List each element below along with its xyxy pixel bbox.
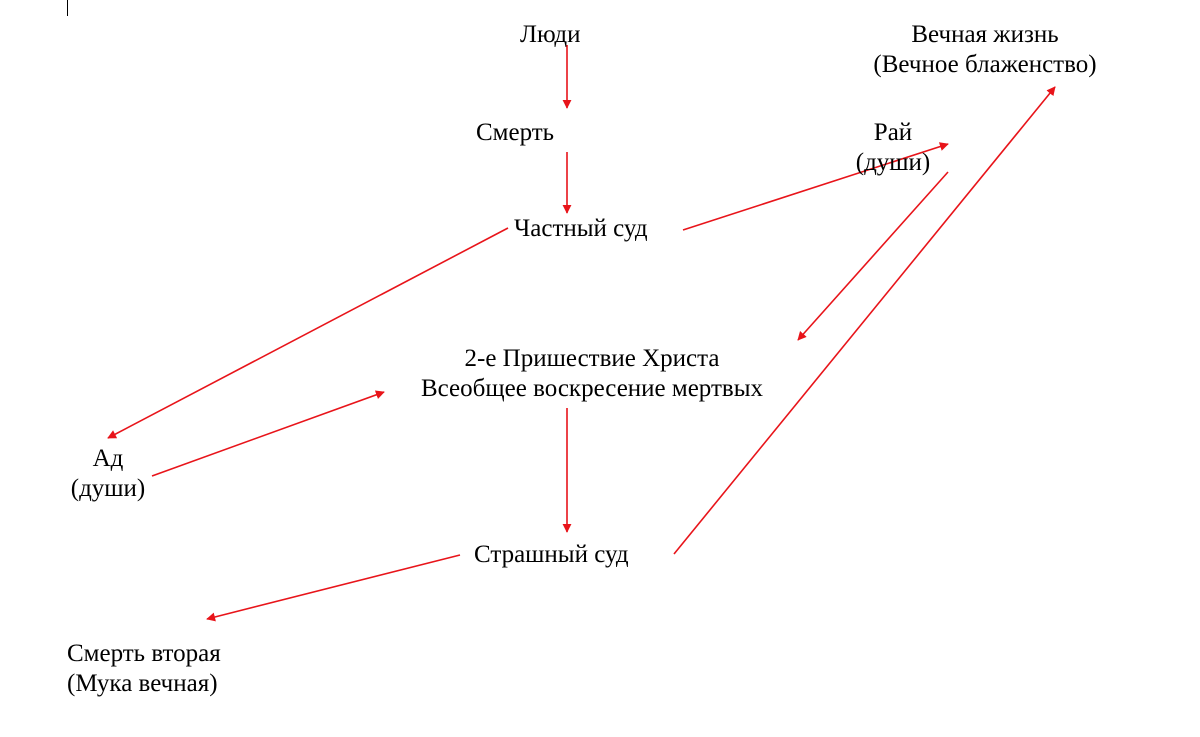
node-second-coming: 2-е Пришествие Христа Всеобщее воскресен… (392, 344, 792, 404)
node-eternal-life: Вечная жизнь (Вечное блаженство) (852, 20, 1118, 80)
node-paradise: Рай (души) (848, 118, 938, 178)
node-private-judgment-line1: Частный суд (514, 215, 648, 242)
node-hell: Ад (души) (60, 444, 156, 504)
node-second-death-line1: Смерть вторая (67, 640, 221, 667)
node-second-coming-line2: Всеобщее воскресение мертвых (420, 375, 764, 402)
node-last-judgment: Страшный суд (474, 540, 629, 570)
node-hell-line2: (души) (70, 475, 146, 502)
node-private-judgment: Частный суд (514, 214, 648, 244)
node-paradise-line2: (души) (855, 149, 931, 176)
node-death: Смерть (476, 118, 554, 148)
node-second-death-line2: (Мука вечная) (67, 670, 218, 697)
node-death-line1: Смерть (476, 119, 555, 146)
node-hell-line1: Ад (92, 445, 124, 472)
node-people-line1: Люди (520, 21, 581, 48)
text-cursor (67, 0, 68, 16)
arrow-private-judgment-to-paradise (682, 142, 949, 231)
node-eternal-life-line1: Вечная жизнь (911, 21, 1059, 48)
arrow-private-judgment-to-hell (107, 227, 509, 439)
arrow-last-judgment-to-eternal-life (673, 86, 1056, 555)
node-paradise-line1: Рай (873, 119, 913, 146)
arrow-last-judgment-to-second-death (206, 554, 461, 622)
node-second-death: Смерть вторая (Мука вечная) (67, 639, 221, 699)
arrow-paradise-to-second-coming (797, 171, 949, 341)
node-last-judgment-line1: Страшный суд (474, 541, 629, 568)
node-second-coming-line1: 2-е Пришествие Христа (464, 345, 720, 372)
node-people: Люди (520, 20, 580, 50)
arrow-hell-to-second-coming (151, 390, 385, 477)
node-eternal-life-line2: (Вечное блаженство) (873, 51, 1097, 78)
